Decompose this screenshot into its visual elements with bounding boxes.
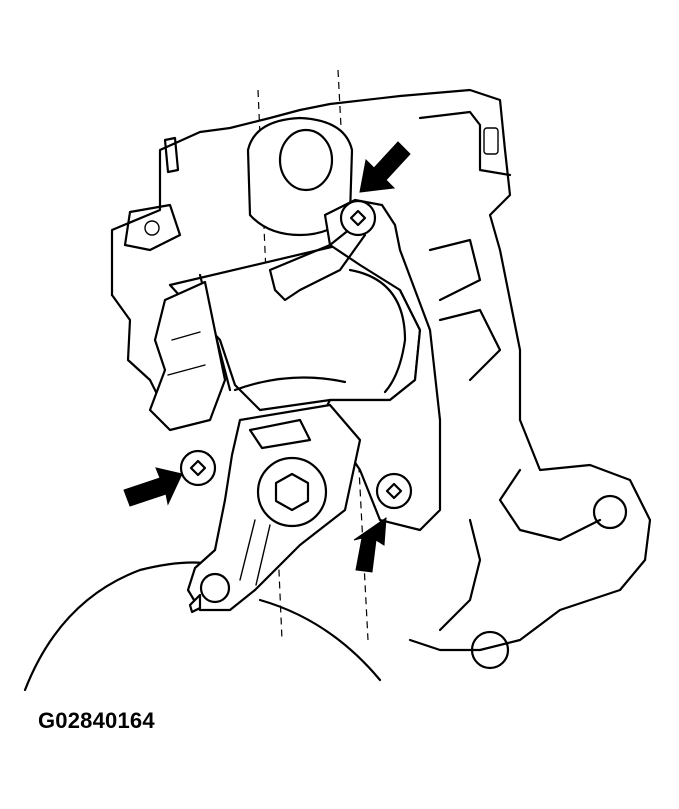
housing-outline bbox=[110, 88, 652, 670]
arrow-top-right bbox=[359, 141, 411, 193]
left-screw bbox=[179, 449, 217, 487]
throttle-lever bbox=[186, 403, 362, 614]
figure-caption: G02840164 bbox=[38, 708, 155, 733]
arrow-left bbox=[123, 467, 183, 507]
throttle-body-diagram bbox=[23, 69, 652, 692]
upper-boss bbox=[246, 116, 354, 237]
lower-right-screw bbox=[375, 472, 413, 510]
arrow-bottom-right bbox=[353, 516, 387, 573]
upper-screw bbox=[339, 199, 377, 237]
